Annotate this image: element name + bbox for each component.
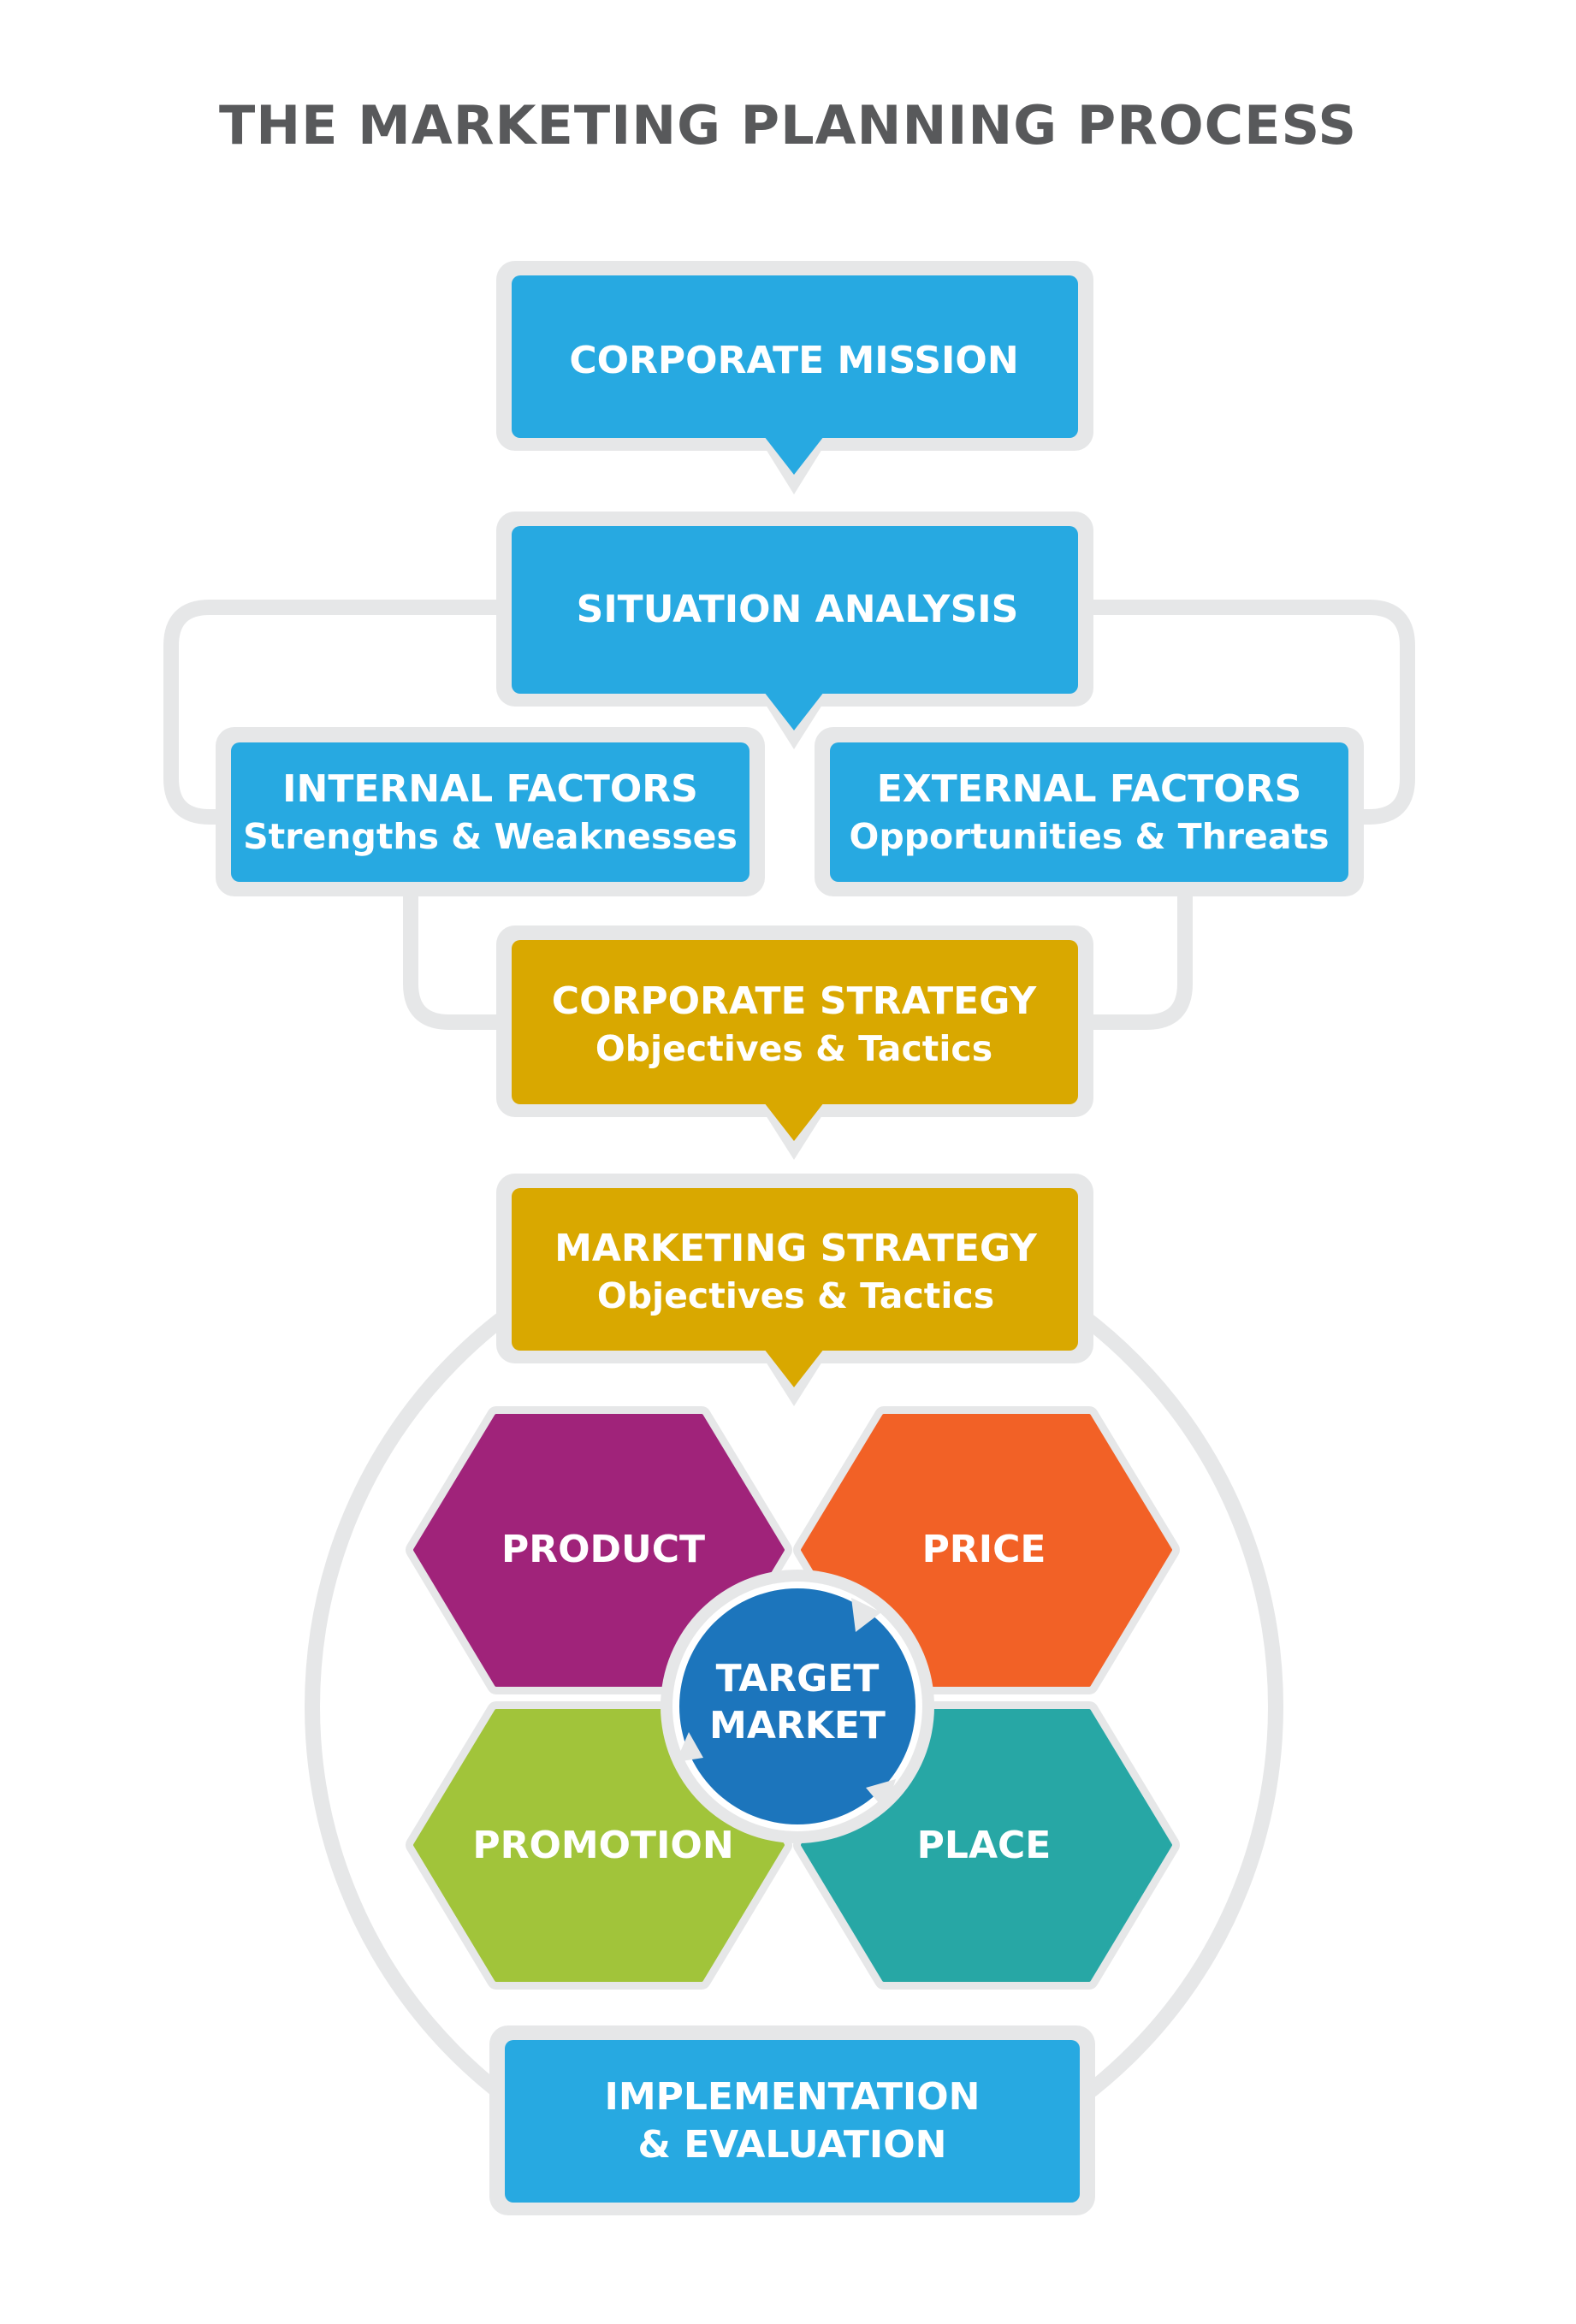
corporate-mission-box: CORPORATE MISSION xyxy=(496,261,1093,494)
page-title: THE MARKETING PLANNING PROCESS xyxy=(218,94,1358,157)
implementation-box: IMPLEMENTATION & EVALUATION xyxy=(489,2025,1095,2215)
target-market-line1: TARGET xyxy=(716,1657,880,1700)
target-market-line2: MARKET xyxy=(709,1704,886,1747)
promotion-label: PROMOTION xyxy=(472,1824,733,1867)
external-factors-box: EXTERNAL FACTORS Opportunities & Threats xyxy=(815,727,1364,896)
corporate-strategy-subtitle: Objectives & Tactics xyxy=(595,1028,992,1069)
internal-factors-subtitle: Strengths & Weaknesses xyxy=(243,816,738,857)
connector-external-to-corporate-strategy xyxy=(1087,881,1193,1030)
connector-internal-to-corporate-strategy xyxy=(403,881,513,1030)
internal-factors-box: INTERNAL FACTORS Strengths & Weaknesses xyxy=(216,727,765,896)
price-label: PRICE xyxy=(922,1528,1046,1571)
implementation-subtitle: & EVALUATION xyxy=(638,2123,947,2167)
target-market-circle: TARGET MARKET xyxy=(661,1570,934,1843)
marketing-strategy-box: MARKETING STRATEGY Objectives & Tactics xyxy=(496,1174,1093,1406)
implementation-title: IMPLEMENTATION xyxy=(604,2075,980,2119)
situation-analysis-label: SITUATION ANALYSIS xyxy=(577,588,1019,631)
external-factors-subtitle: Opportunities & Threats xyxy=(850,816,1330,857)
marketing-strategy-title: MARKETING STRATEGY xyxy=(554,1227,1038,1270)
external-factors-title: EXTERNAL FACTORS xyxy=(877,767,1302,811)
product-hexagon: PRODUCT xyxy=(406,1406,792,1694)
connector-situation-to-internal xyxy=(163,600,505,825)
corporate-mission-label: CORPORATE MISSION xyxy=(569,339,1018,382)
cycle-arrow-icon xyxy=(676,1732,703,1762)
marketing-strategy-subtitle: Objectives & Tactics xyxy=(597,1275,994,1316)
corporate-strategy-box: CORPORATE STRATEGY Objectives & Tactics xyxy=(496,925,1093,1160)
cycle-arrow-icon xyxy=(866,1779,896,1811)
cycle-arrow-icon xyxy=(851,1598,881,1632)
situation-analysis-box: SITUATION ANALYSIS xyxy=(496,512,1093,749)
cycle-arrows xyxy=(676,1598,896,1811)
connector-situation-to-external xyxy=(1091,600,1415,825)
corporate-strategy-title: CORPORATE STRATEGY xyxy=(552,979,1038,1023)
marketing-mix: PRODUCT PRICE PROMOTION PLACE TARGET MAR… xyxy=(406,1406,1180,1990)
product-label: PRODUCT xyxy=(501,1528,705,1571)
internal-factors-title: INTERNAL FACTORS xyxy=(282,767,698,811)
place-label: PLACE xyxy=(917,1824,1052,1867)
